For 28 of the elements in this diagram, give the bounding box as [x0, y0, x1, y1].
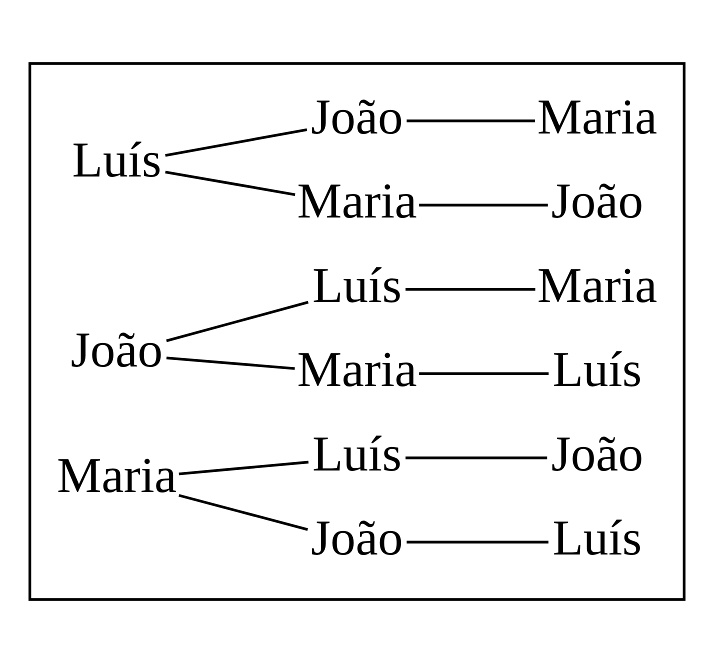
node-text: Maria [537, 256, 658, 312]
node-text: Maria [537, 88, 658, 144]
connector [166, 300, 309, 342]
node-text: Luís [312, 256, 402, 312]
node-text: Luís [72, 130, 162, 187]
node-text: Maria [297, 172, 417, 228]
connector [178, 460, 309, 475]
node-text: João [551, 424, 644, 481]
node-text: João [311, 508, 403, 565]
connector [406, 540, 548, 543]
connector [178, 494, 308, 530]
node-text: Maria [56, 446, 177, 502]
connector [419, 372, 549, 374]
node-text: Maria [297, 340, 417, 396]
connector [165, 128, 308, 156]
connector [165, 170, 296, 196]
connector [419, 203, 548, 206]
node-text: Luís [552, 508, 642, 565]
connector [406, 119, 535, 122]
node-text: João [311, 88, 403, 144]
node-text: Luís [552, 340, 642, 396]
connector [406, 456, 548, 459]
connector [166, 356, 295, 370]
cluster [28, 62, 686, 600]
connector [406, 288, 536, 290]
node-text: João [70, 320, 163, 377]
node-text: Luís [312, 424, 402, 481]
node-text: João [551, 172, 644, 228]
